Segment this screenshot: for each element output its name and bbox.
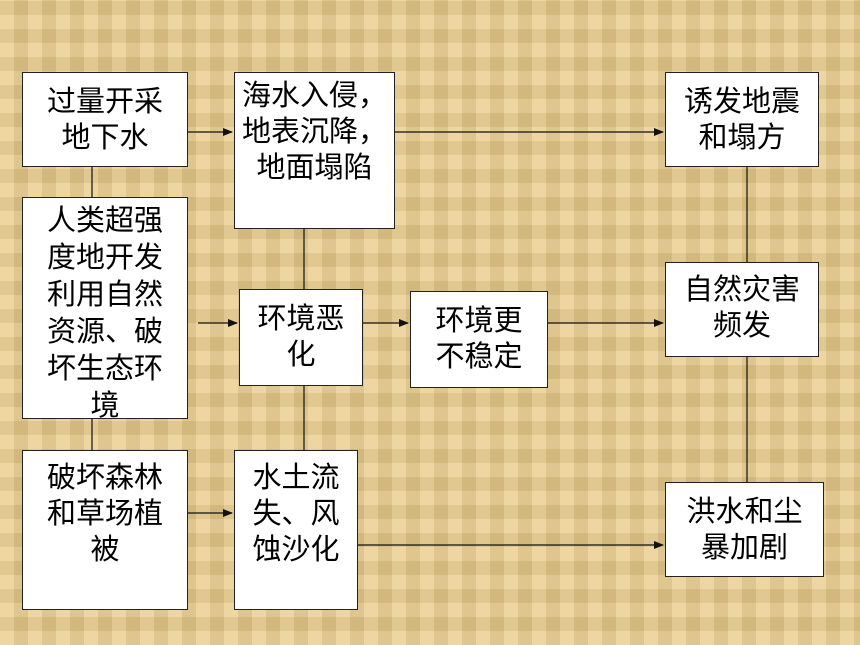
box-natural-disasters: 自然灾害 频发 (665, 262, 819, 357)
box-label: 自然灾害 频发 (683, 272, 800, 342)
box-label: 海水入侵， 地表沉降， 地面塌陷 (241, 78, 387, 184)
box-label: 破坏森林 和草场植 被 (46, 460, 163, 566)
box-label: 洪水和尘 暴加剧 (686, 494, 803, 564)
box-label: 人类超强 度地开发 利用自然 资源、破 坏生态环 境 (46, 203, 163, 422)
box-label: 水土流 失、风 蚀沙化 (252, 460, 340, 566)
box-human-overdevelopment: 人类超强 度地开发 利用自然 资源、破 坏生态环 境 (22, 197, 188, 422)
box-flood-duststorm: 洪水和尘 暴加剧 (665, 482, 824, 577)
box-environment-unstable: 环境更 不稳定 (410, 291, 548, 388)
box-earthquake-landslide: 诱发地震 和塌方 (665, 72, 819, 167)
box-seawater-intrusion: 海水入侵， 地表沉降， 地面塌陷 (234, 72, 395, 229)
box-overexploit-groundwater: 过量开采 地下水 (22, 72, 188, 167)
box-label: 过量开采 地下水 (46, 84, 163, 154)
box-environment-worsens: 环境恶 化 (239, 289, 363, 386)
box-deforestation: 破坏森林 和草场植 被 (22, 450, 188, 610)
box-label: 诱发地震 和塌方 (683, 84, 800, 154)
box-soil-erosion: 水土流 失、风 蚀沙化 (234, 450, 358, 610)
box-label: 环境恶 化 (257, 301, 345, 371)
box-label: 环境更 不稳定 (435, 303, 523, 373)
